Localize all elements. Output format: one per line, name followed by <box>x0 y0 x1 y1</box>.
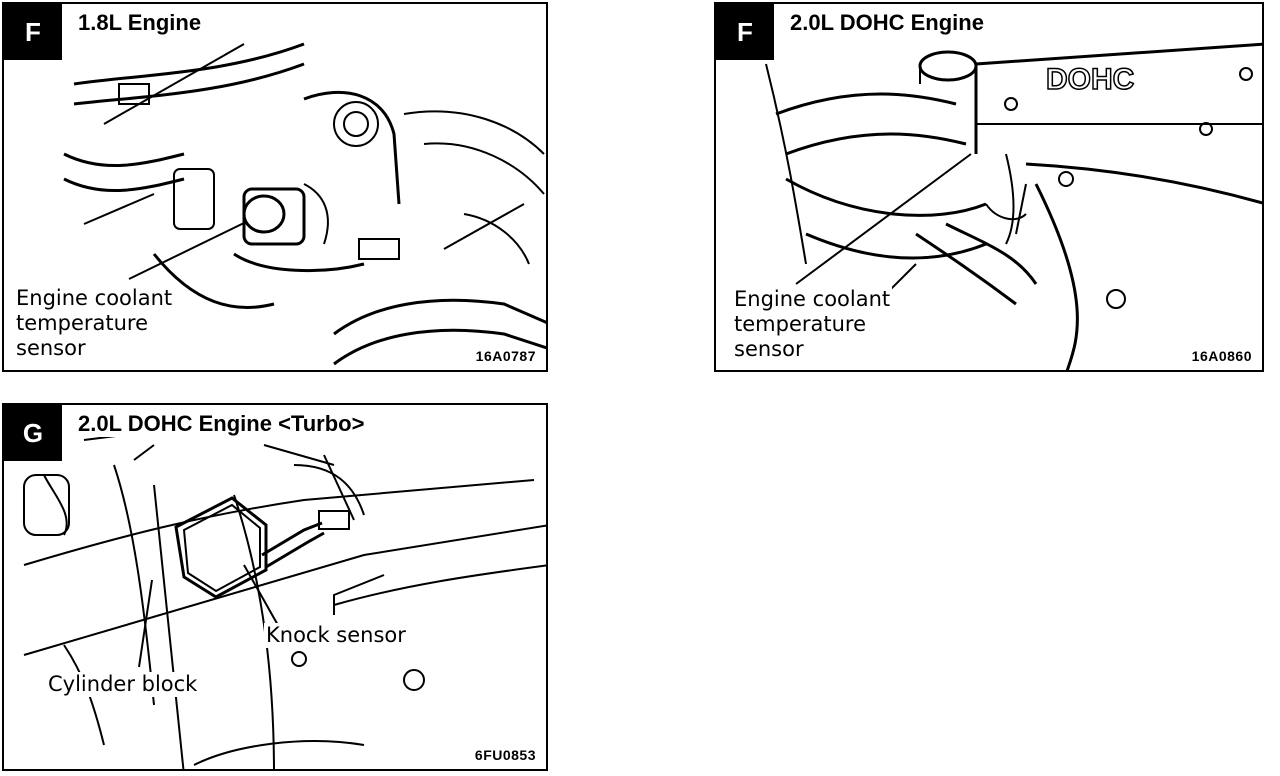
panel-title: 1.8L Engine <box>72 10 208 36</box>
panel-title: 2.0L DOHC Engine <box>784 10 990 36</box>
figure-code: 16A0787 <box>473 348 538 364</box>
diagram-panel-1-8l-engine: F 1.8L Engine Engine coolant temperature… <box>2 2 548 372</box>
label-line: sensor <box>16 336 86 360</box>
figure-code: 16A0860 <box>1189 348 1254 364</box>
label-line: temperature <box>16 311 148 335</box>
panel-letter-badge: G <box>4 405 62 461</box>
label-line: sensor <box>734 337 804 361</box>
panel-letter-badge: F <box>716 4 774 60</box>
panel-title: 2.0L DOHC Engine <Turbo> <box>72 411 371 437</box>
cover-lettering: DOHC <box>1046 63 1134 96</box>
engine-illustration-turbo <box>23 434 546 769</box>
panel-letter-badge: F <box>4 4 62 60</box>
knock-sensor-label: Knock sensor <box>264 623 408 648</box>
engine-coolant-temperature-sensor-label: Engine coolant temperature sensor <box>732 287 893 362</box>
diagram-panel-2-0l-dohc-engine: DOHC F 2.0L DOHC Engine Engine coolant t… <box>714 2 1264 372</box>
cylinder-block-label: Cylinder block <box>46 672 200 697</box>
diagram-panel-2-0l-dohc-turbo: G 2.0L DOHC Engine <Turbo> Knock sensor … <box>2 403 548 771</box>
figure-code: 6FU0853 <box>472 747 538 763</box>
engine-coolant-temperature-sensor-label: Engine coolant temperature sensor <box>14 286 175 361</box>
engine-illustration-2-0l-dohc: DOHC <box>765 42 1262 370</box>
label-line: Engine coolant <box>734 287 891 311</box>
label-line: Engine coolant <box>16 286 173 310</box>
engine-illustration-1-8l <box>63 42 546 366</box>
label-line: temperature <box>734 312 866 336</box>
